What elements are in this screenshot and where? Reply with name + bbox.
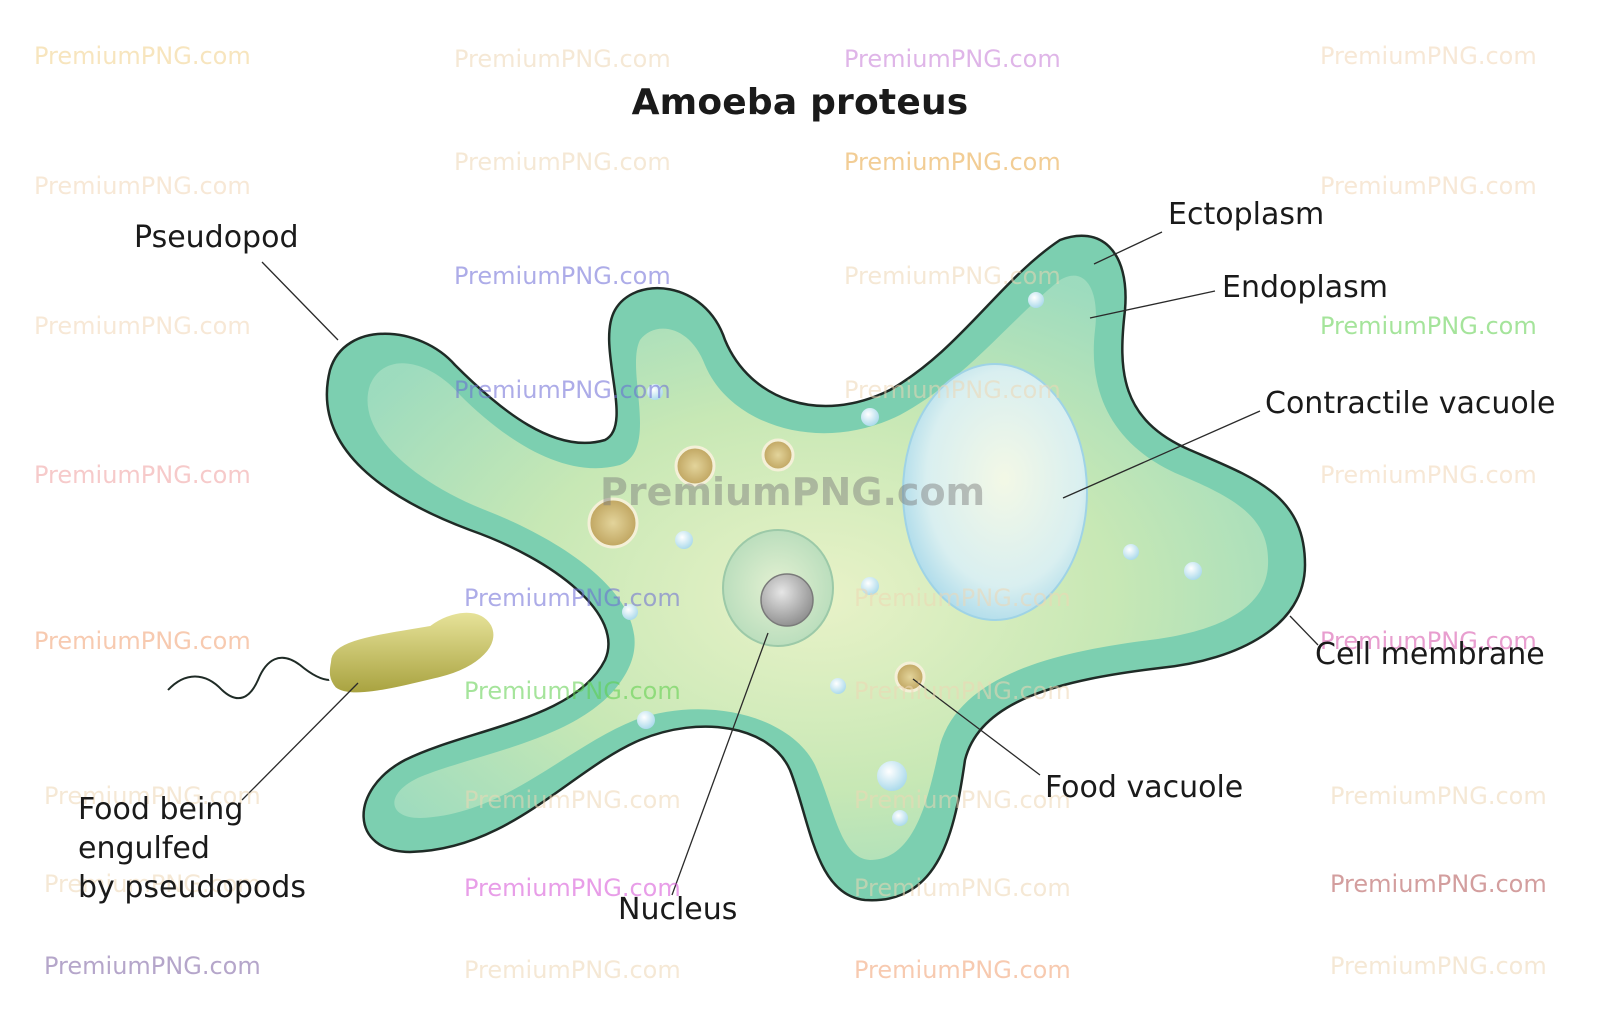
watermark: PremiumPNG.com [34, 461, 251, 489]
bubble [1028, 292, 1044, 308]
watermark: PremiumPNG.com [844, 262, 1061, 290]
watermark: PremiumPNG.com [464, 786, 681, 814]
endoplasm-leader [1089, 290, 1216, 319]
bubble [647, 384, 663, 400]
watermark: PremiumPNG.com [1330, 782, 1547, 810]
bubble [861, 577, 879, 595]
leader-lines [241, 231, 1319, 896]
watermark: PremiumPNG.com [34, 172, 251, 200]
contractile-vacuole-leader [1062, 410, 1261, 499]
label-endoplasm: Endoplasm [1222, 270, 1388, 305]
watermark: PremiumPNG.com [464, 584, 681, 612]
watermark: PremiumPNG.com [34, 312, 251, 340]
bubble [1123, 544, 1139, 560]
watermark: PremiumPNG.com [844, 45, 1061, 73]
bubble [1184, 562, 1202, 580]
nucleus-leader [671, 632, 769, 896]
bubble [861, 408, 879, 426]
bubble [675, 531, 693, 549]
watermark: PremiumPNG.com [454, 148, 671, 176]
watermark: PremiumPNG.com [854, 677, 1071, 705]
watermark: PremiumPNG.com [454, 45, 671, 73]
nucleolus-shape [760, 573, 814, 627]
label-food-engulfed-line2: engulfed [78, 831, 210, 866]
bubble [637, 711, 655, 729]
watermark: PremiumPNG.com [854, 874, 1071, 902]
food-vacuole-3 [761, 438, 795, 472]
watermark: PremiumPNG.com [34, 42, 251, 70]
bubble [892, 810, 908, 826]
food-vacuole-leader [912, 678, 1041, 776]
watermark: PremiumPNG.com [454, 376, 671, 404]
contractile-vacuole-shape [902, 363, 1088, 621]
food-vacuoles [587, 438, 926, 693]
watermark: PremiumPNG.com [844, 376, 1061, 404]
label-ectoplasm: Ectoplasm [1168, 197, 1325, 232]
watermark: PremiumPNG.com [44, 870, 261, 898]
label-cell-membrane: Cell membrane [1315, 637, 1545, 672]
watermark-center: PremiumPNG.com [600, 470, 986, 514]
watermark: PremiumPNG.com [44, 782, 261, 810]
watermark: PremiumPNG.com [1320, 461, 1537, 489]
watermark: PremiumPNG.com [1320, 627, 1537, 655]
food-vacuole-1 [587, 497, 639, 549]
watermark: PremiumPNG.com [854, 786, 1071, 814]
watermark: PremiumPNG.com [1320, 42, 1537, 70]
food-engulfed-leader [241, 682, 359, 801]
watermark: PremiumPNG.com [854, 956, 1071, 984]
pseudopod-leader [261, 261, 339, 341]
label-food-engulfed-line1: Food being [78, 792, 244, 827]
bubble [622, 604, 638, 620]
watermark: PremiumPNG.com [464, 677, 681, 705]
label-pseudopod: Pseudopod [134, 220, 299, 255]
food-vacuole-4 [894, 661, 926, 693]
small-vacuoles [622, 292, 1202, 826]
ectoplasm-leader [1093, 231, 1163, 265]
label-contractile-vacuole: Contractile vacuole [1265, 386, 1556, 421]
label-nucleus: Nucleus [618, 892, 738, 927]
bubble [877, 761, 907, 791]
cell-membrane-leader [1289, 615, 1319, 646]
watermark: PremiumPNG.com [464, 874, 681, 902]
watermark: PremiumPNG.com [44, 952, 261, 980]
watermark: PremiumPNG.com [34, 627, 251, 655]
label-food-engulfed-line3: by pseudopods [78, 870, 306, 905]
watermark: PremiumPNG.com [844, 148, 1061, 176]
bacterium-flagellum [167, 656, 331, 700]
watermark: PremiumPNG.com [854, 584, 1071, 612]
diagram-title: Amoeba proteus [631, 82, 969, 123]
watermark: PremiumPNG.com [1330, 952, 1547, 980]
bacterium-body [327, 610, 496, 695]
watermark: PremiumPNG.com [1330, 870, 1547, 898]
watermark: PremiumPNG.com [1320, 312, 1537, 340]
label-food-vacuole: Food vacuole [1045, 770, 1244, 805]
watermark: PremiumPNG.com [454, 262, 671, 290]
food-vacuole-2 [674, 445, 716, 487]
bubble [830, 678, 846, 694]
watermark: PremiumPNG.com [464, 956, 681, 984]
watermark: PremiumPNG.com [1320, 172, 1537, 200]
